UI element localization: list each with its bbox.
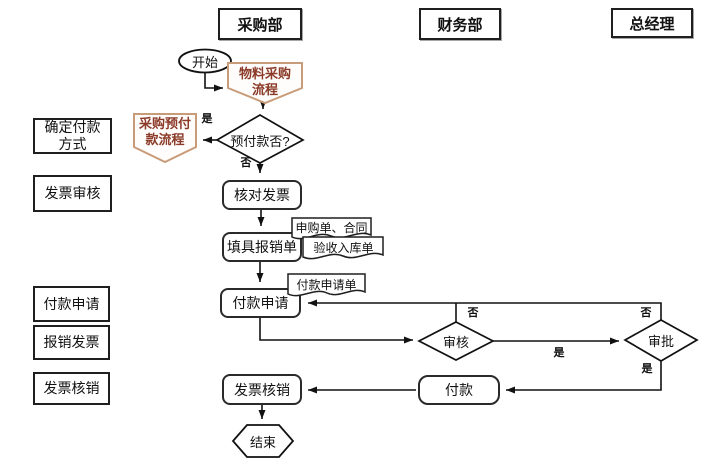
node-fill-expense-form: 填具报销单 xyxy=(222,232,302,262)
document-receiving-note-label: 验收入库单 xyxy=(313,241,374,255)
node-start-label: 开始 xyxy=(191,54,218,70)
node-pay: 付款 xyxy=(418,375,500,405)
node-approve-label: 审批 xyxy=(647,333,674,349)
arrow-approve-yes-to-pay xyxy=(506,361,662,394)
edge-label-no-review: 否 xyxy=(467,307,479,319)
edge-label-yes-approve: 是 xyxy=(641,363,653,375)
edge-label-no-prepay: 否 xyxy=(240,157,252,169)
document-payment-request-form-label: 付款申请单 xyxy=(296,278,357,292)
lane-header-general-manager: 总经理 xyxy=(611,8,693,38)
lane-header-finance: 财务部 xyxy=(419,8,501,40)
node-payment-request: 付款申请 xyxy=(220,288,301,318)
stage-label-invoice-writeoff: 发票核销 xyxy=(33,372,110,405)
edge-label-yes-prepay: 是 xyxy=(201,113,213,125)
stage-label-invoice-review: 发票审核 xyxy=(33,175,112,212)
node-end-label: 结束 xyxy=(249,434,276,450)
arrow-request-to-review xyxy=(259,318,413,344)
node-material-process-label: 物料采购 流程 xyxy=(238,66,291,97)
stage-label-reimburse-invoice: 报销发票 xyxy=(33,325,110,360)
stage-label-determine-payment-method: 确定付款 方式 xyxy=(33,118,112,154)
edge-label-no-approve: 否 xyxy=(640,307,652,319)
node-verify-invoice: 核对发票 xyxy=(222,180,302,210)
edge-label-yes-review: 是 xyxy=(553,347,565,359)
stage-label-payment-request: 付款申请 xyxy=(33,286,110,322)
node-prepayment-decision-label: 预付款否? xyxy=(230,133,290,149)
document-requisition-contract-label: 申购单、合同 xyxy=(295,221,368,235)
node-invoice-writeoff: 发票核销 xyxy=(222,374,302,405)
lane-header-purchasing: 采购部 xyxy=(218,8,302,40)
node-prepay-process-label: 采购预付 款流程 xyxy=(138,115,191,147)
node-review-label: 审核 xyxy=(442,334,469,350)
arrow-start-to-material xyxy=(204,72,223,92)
arrow-no-feedback-to-request xyxy=(308,299,662,320)
